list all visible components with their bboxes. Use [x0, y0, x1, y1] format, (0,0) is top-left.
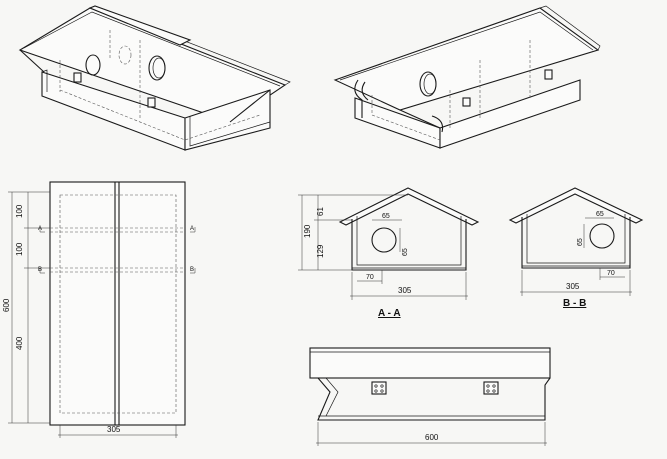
side-hinge-2	[483, 381, 499, 395]
base-side-open	[439, 79, 581, 149]
section-bb-roof	[508, 187, 644, 224]
dim-seg-mid: 100	[15, 242, 24, 256]
dim-aa-upper: 61	[316, 207, 325, 216]
section-a-a: 65 65 70 305 190 61 129 A - A	[298, 187, 480, 319]
section-aa-roof	[338, 187, 480, 226]
dim-aa-hole-offset: 65	[382, 213, 390, 220]
dim-aa-hole-height: 65	[402, 248, 409, 256]
hinge-4	[462, 97, 471, 107]
roof-ridge	[88, 5, 192, 46]
side-view: 600	[309, 347, 551, 446]
section-aa-label: A - A	[378, 308, 401, 319]
dim-length-600: 600	[2, 298, 11, 312]
dim-aa-height: 190	[303, 224, 312, 238]
dim-bb-floor-offset: 70	[607, 270, 615, 277]
dim-aa-floor-offset: 70	[366, 274, 374, 281]
dim-width-305: 305	[107, 425, 121, 434]
section-b-b: 65 65 70 305 B - B	[508, 187, 644, 309]
dim-bb-hole-height: 65	[577, 238, 584, 246]
base-side	[184, 89, 271, 151]
side-base	[317, 377, 551, 421]
section-marker-a-right: A	[190, 226, 194, 232]
section-bb-walls	[521, 217, 631, 269]
isometric-view-front	[18, 5, 291, 151]
side-roof	[309, 347, 551, 379]
lid-edge	[354, 79, 363, 118]
isometric-view-open	[333, 5, 601, 149]
section-marker-b-left: B	[38, 267, 42, 273]
entrance-hole-1	[85, 54, 101, 76]
hinge-2	[147, 97, 156, 108]
dim-seg-bottom: 400	[15, 336, 24, 350]
section-bb-hole	[589, 223, 615, 249]
section-aa-hole	[371, 227, 397, 253]
dim-bb-hole-offset: 65	[596, 211, 604, 218]
plan-outline	[49, 181, 186, 426]
dim-bb-width: 305	[566, 282, 580, 291]
section-marker-b-right: B	[190, 267, 194, 273]
side-hinge-1	[371, 381, 387, 395]
dim-aa-width: 305	[398, 286, 412, 295]
section-aa-walls	[351, 219, 467, 271]
dim-side-length: 600	[425, 433, 439, 442]
hinge-1	[73, 72, 82, 83]
plan-view: A A B B 100 100 400 600 305	[2, 181, 196, 438]
hinge-3	[544, 69, 553, 80]
dim-seg-top: 100	[15, 204, 24, 218]
section-bb-label: B - B	[563, 298, 586, 309]
dim-aa-lower: 129	[316, 244, 325, 258]
section-marker-a-left: A	[38, 226, 42, 232]
